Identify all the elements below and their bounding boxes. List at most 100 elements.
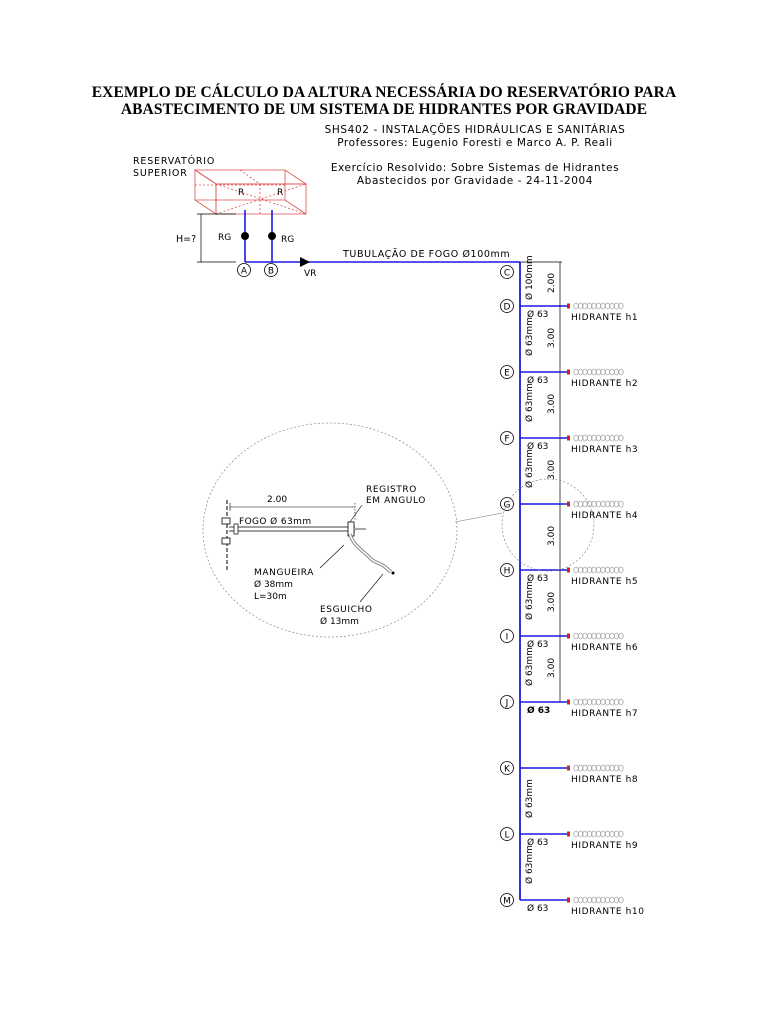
hydrant-detail — [202, 422, 458, 638]
height-dimension — [197, 213, 236, 263]
hydrant-hose-icon — [573, 302, 624, 310]
segment-diameter: Ø 63mm — [524, 317, 535, 356]
segment-length: 3.00 — [547, 394, 557, 414]
title-line-2: ABASTECIMENTO DE UM SISTEMA DE HIDRANTES… — [120, 101, 648, 118]
riser-node-label: G — [504, 501, 511, 511]
hydrant-valve-icon — [567, 765, 570, 771]
hydrant-branch-diameter: Ø 63 — [527, 639, 548, 650]
segment-diameter: Ø 63mm — [524, 647, 535, 686]
hydrant-valve-icon — [567, 435, 570, 441]
riser-node-label: C — [504, 269, 510, 279]
detail-hose-label-1: MANGUEIRA — [254, 568, 314, 578]
riser-node-d — [500, 299, 514, 313]
riser-node-c — [500, 265, 514, 279]
riser-node-label: D — [504, 303, 511, 313]
hydrant-label: HIDRANTE h7 — [571, 709, 638, 719]
svg-text:B: B — [268, 267, 274, 277]
node-a: A — [237, 263, 251, 277]
hydrant-branch-diameter: Ø 63 — [527, 441, 548, 452]
hydrant-hose-icon — [573, 566, 624, 574]
hydrant-label: HIDRANTE h6 — [571, 643, 638, 653]
riser-node-f — [500, 431, 514, 445]
node-b: B — [264, 263, 278, 277]
riser-node-g — [500, 497, 514, 511]
riser-top-dimension — [520, 261, 562, 306]
hydrant-hose-icon — [573, 896, 624, 904]
gate-valve-right-icon — [268, 232, 276, 240]
professors: Professores: Eugenio Foresti e Marco A. … — [337, 137, 613, 149]
detail-highlight — [501, 478, 595, 572]
hydrant-valve-icon — [567, 567, 570, 573]
riser-diameter: Ø 100mm — [524, 255, 535, 300]
segment-length: 3.00 — [547, 526, 557, 546]
hydrant-hose-icon — [573, 830, 624, 838]
riser-node-label: K — [504, 765, 511, 775]
hydrant-hose-icon — [573, 698, 624, 706]
gate-valve-right-label: RG — [281, 235, 294, 245]
hydrant-branch-diameter: Ø 63 — [527, 837, 548, 848]
detail-valve-label-1: REGISTRO — [366, 485, 417, 495]
detail-hose-label-2: Ø 38mm — [254, 579, 293, 590]
riser-node-j — [500, 695, 514, 709]
riser-node-label: I — [506, 633, 509, 643]
detail-pipe-label: FOGO Ø 63mm — [239, 516, 312, 527]
segment-length: 3.00 — [547, 658, 557, 678]
segment-diameter: Ø 63mm — [524, 383, 535, 422]
hydrant-hose-icon — [573, 764, 624, 772]
detail-nozzle-label-1: ESGUICHO — [320, 605, 373, 615]
riser-node-label: F — [504, 435, 509, 445]
detail-hose-label-3: L=30m — [254, 592, 287, 602]
check-valve-icon — [300, 257, 310, 267]
reservoir-label-1: RESERVATÓRIO — [133, 155, 215, 167]
reservoir-cell-right: R — [277, 188, 283, 198]
riser-node-label: L — [504, 831, 509, 841]
main-pipe-label: TUBULAÇÃO DE FOGO Ø100mm — [342, 249, 510, 260]
hydrant-label: HIDRANTE h9 — [571, 841, 638, 851]
detail-valve-label-2: EM ANGULO — [366, 496, 426, 506]
reservoir — [193, 169, 308, 215]
hydrant-valve-icon — [567, 369, 570, 375]
reservoir-label-2: SUPERIOR — [133, 168, 188, 179]
exercise-line-1: Exercício Resolvido: Sobre Sistemas de H… — [330, 162, 620, 174]
hydrant-branch-diameter: Ø 63 — [527, 375, 548, 386]
riser-node-e — [500, 365, 514, 379]
detail-length: 2.00 — [267, 495, 287, 505]
hydrant-branch-diameter: Ø 63 — [527, 309, 548, 320]
hydrant-branch-diameter: Ø 63 — [527, 903, 548, 914]
riser-node-label: E — [504, 369, 510, 379]
hydrant-label: HIDRANTE h3 — [571, 445, 638, 455]
hydrant-branch-diameter: Ø 63 — [527, 705, 550, 716]
segment-diameter: Ø 63mm — [524, 581, 535, 620]
riser-node-m — [500, 893, 514, 907]
riser-node-label: H — [504, 567, 511, 577]
check-valve-label: VR — [304, 269, 316, 279]
hydrant-valve-icon — [567, 633, 570, 639]
riser-node-i — [500, 629, 514, 643]
segment-length: 3.00 — [547, 328, 557, 348]
title-line-1: EXEMPLO DE CÁLCULO DA ALTURA NECESSÁRIA … — [91, 84, 677, 101]
exercise-line-2: Abastecidos por Gravidade - 24-11-2004 — [356, 175, 594, 187]
segment-diameter: Ø 63mm — [524, 845, 535, 884]
hydrant-label: HIDRANTE h10 — [571, 907, 645, 917]
hydrant-label: HIDRANTE h4 — [571, 511, 638, 521]
hydrant-branch-diameter: Ø 63 — [527, 573, 548, 584]
segment-diameter: Ø 63mm — [524, 449, 535, 488]
riser-top-length: 2.00 — [547, 273, 557, 293]
hydrant-valve-icon — [567, 831, 570, 837]
hydrant-label: HIDRANTE h8 — [571, 775, 638, 785]
detail-nozzle-label-2: Ø 13mm — [320, 616, 359, 627]
riser-node-h — [500, 563, 514, 577]
riser-node-l — [500, 827, 514, 841]
detail-leader — [454, 512, 503, 523]
height-label: H=? — [176, 234, 196, 245]
hydrant-hose-icon — [573, 368, 624, 376]
hydrant-label: HIDRANTE h2 — [571, 379, 638, 389]
hydrant-label: HIDRANTE h1 — [571, 313, 638, 323]
riser-node-label: J — [505, 699, 509, 709]
gate-valve-left-icon — [241, 232, 249, 240]
hydrant-valve-icon — [567, 897, 570, 903]
segment-diameter: Ø 63mm — [524, 779, 535, 818]
gate-valve-left-label: RG — [218, 233, 231, 243]
